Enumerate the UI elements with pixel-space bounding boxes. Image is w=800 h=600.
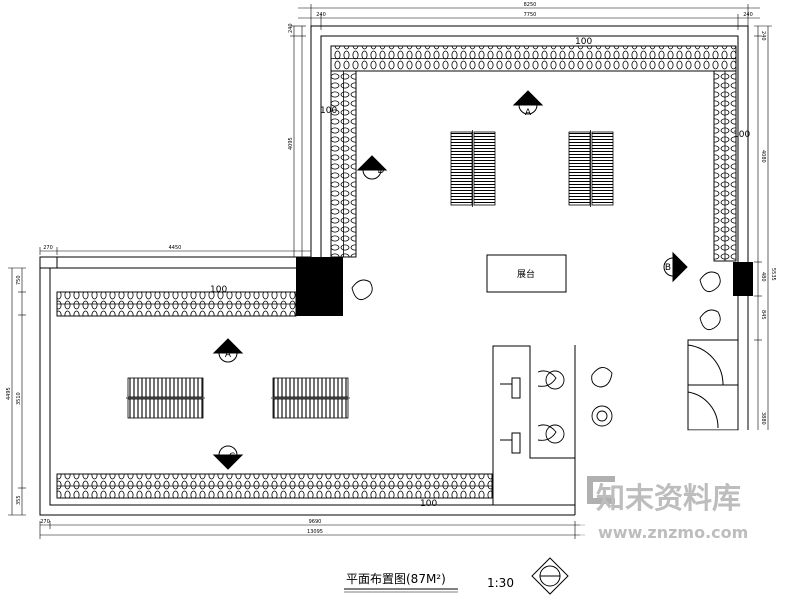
dim-bottom-total: 13095 (307, 529, 323, 535)
dim-top-wall-left: 240 (316, 12, 326, 18)
marker-c: C (229, 452, 235, 462)
watermark-text: 知末资料库 (596, 481, 741, 515)
marker-labels: A B A C D (225, 108, 671, 462)
clothing-racks (126, 130, 614, 419)
marker-b: B (665, 263, 671, 273)
dim-top-inner: 7750 (524, 12, 537, 18)
dim-far-left-750: 750 (16, 275, 22, 285)
marker-a-top: A (525, 108, 532, 118)
dim-left-upper: 4095 (288, 137, 294, 150)
dim-far-left-total: 4495 (6, 387, 12, 400)
drawing-scale: 1:30 (487, 576, 514, 590)
fitting-room (687, 339, 739, 431)
section-markers (212, 90, 688, 470)
shelf-label-mid: 100 (210, 285, 227, 295)
display-table (486, 254, 567, 293)
dimension-texts: 8250 240 7750 240 240 4080 5535 480 845 … (6, 2, 776, 535)
seated-staff (537, 370, 565, 444)
shelf-label-right: 100 (733, 130, 750, 140)
dim-right-bottom: 3880 (760, 412, 766, 425)
dim-mid-left-270: 270 (43, 245, 53, 251)
dim-top-total: 8250 (524, 2, 537, 8)
display-table-label: 展台 (517, 268, 535, 280)
drawing-title: 平面布置图(87M²) (346, 572, 446, 586)
dim-top-wall-right: 240 (743, 12, 753, 18)
shelf-label-top: 100 (575, 37, 592, 47)
watermark-logo (587, 476, 615, 504)
dim-right-wall: 240 (760, 31, 766, 41)
dim-far-left-3510: 3510 (16, 392, 22, 405)
dim-right-total: 5535 (770, 268, 776, 281)
dim-far-left-355: 355 (16, 495, 22, 505)
watermark: 知末资料库 www.znzmo.com (580, 430, 800, 550)
dim-right-upper: 4080 (760, 150, 766, 163)
shelf-label-bottom: 100 (420, 499, 437, 509)
watermark-url: www.znzmo.com (598, 523, 748, 542)
dimension-lines (8, 4, 772, 539)
dim-bottom-9690: 9690 (309, 519, 322, 525)
marker-a-bottom: A (225, 350, 232, 360)
dim-bottom-270: 270 (40, 519, 50, 525)
marker-d: D (378, 166, 385, 176)
walls (39, 25, 749, 516)
dim-left-upper-wall: 240 (288, 23, 294, 33)
compass-symbol (531, 557, 569, 595)
dim-left-upper-345: 345 (303, 262, 309, 272)
dim-right-480: 480 (760, 272, 766, 282)
dim-right-845: 845 (760, 310, 766, 320)
dim-mid-left-4450: 4450 (169, 245, 182, 251)
column-right (733, 262, 753, 296)
wall-shelves (56, 45, 737, 499)
shelf-label-left: 100 (320, 106, 337, 116)
lounge-chairs (351, 271, 721, 427)
column-left (296, 257, 343, 316)
cashier-counter (492, 345, 575, 505)
